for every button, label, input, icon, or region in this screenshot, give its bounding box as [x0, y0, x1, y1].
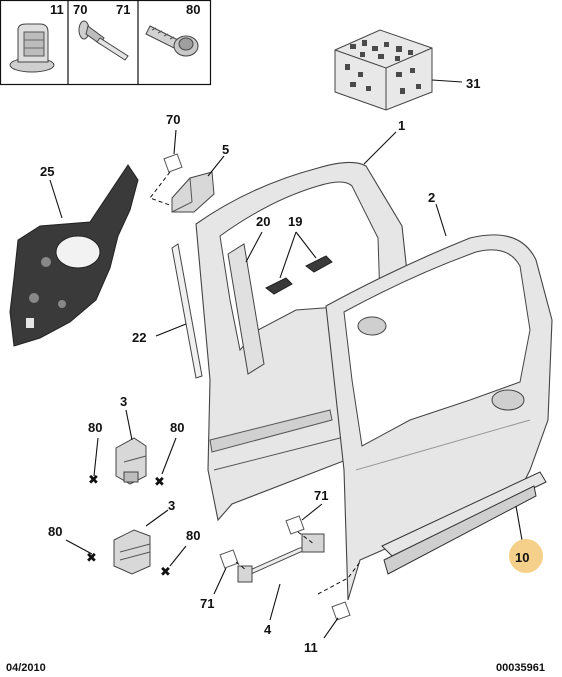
callout-2: 2	[428, 190, 435, 205]
callout-80-c: 80	[48, 524, 62, 539]
check-strap	[171, 171, 215, 213]
callout-20: 20	[256, 214, 270, 229]
table-label-11: 11	[50, 2, 64, 17]
callout-1: 1	[398, 118, 405, 133]
fastener-x-a: ✖	[88, 472, 99, 487]
hinge-lower	[113, 529, 151, 575]
door-moulding	[381, 471, 547, 575]
pillar-trim	[227, 243, 265, 375]
door-handle-rod	[237, 533, 325, 583]
clip-fastener-icon	[9, 23, 55, 73]
table-label-70: 70	[73, 2, 87, 17]
fastener-x-c: ✖	[86, 550, 97, 565]
door-shield	[9, 164, 139, 347]
callout-22: 22	[132, 330, 146, 345]
window-pads	[265, 255, 333, 295]
callout-25: 25	[40, 164, 54, 179]
callout-80-d: 80	[186, 528, 200, 543]
highlight-circle-10	[509, 539, 543, 573]
callout-71-upper: 71	[314, 488, 328, 503]
footer-date: 04/2010	[6, 662, 46, 674]
callout-11: 11	[304, 640, 318, 655]
callout-10: 10	[515, 550, 529, 565]
table-label-80: 80	[186, 2, 200, 17]
callout-71-lower: 71	[200, 596, 214, 611]
door-outer-panel	[325, 234, 553, 601]
screw-icon	[145, 25, 199, 57]
footer-reference: 00035961	[496, 662, 545, 674]
callout-4: 4	[264, 622, 272, 637]
callout-5: 5	[222, 142, 229, 157]
callout-31: 31	[466, 76, 480, 91]
fastener-x-d: ✖	[160, 564, 171, 579]
fastener-x-b: ✖	[154, 474, 165, 489]
callout-80-a: 80	[88, 420, 102, 435]
callout-3-upper: 3	[120, 394, 127, 409]
clip-assortment-box	[334, 29, 433, 111]
hinge-upper	[115, 437, 147, 485]
table-label-71: 71	[116, 2, 130, 17]
header-parts-table: 11 70 71 80	[0, 0, 212, 86]
callout-80-b: 80	[170, 420, 184, 435]
callout-19: 19	[288, 214, 302, 229]
callout-70: 70	[166, 112, 180, 127]
window-seal-strip	[171, 243, 203, 379]
rivet-icon	[78, 20, 129, 61]
callout-3-lower: 3	[168, 498, 175, 513]
